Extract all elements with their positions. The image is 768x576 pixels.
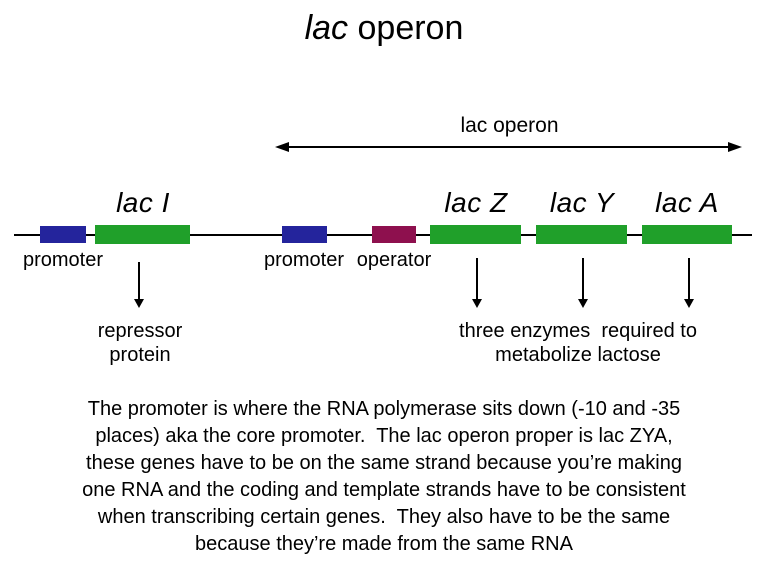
arrow-shaft [582, 258, 584, 300]
arrow-shaft [138, 262, 140, 300]
repressor-note-line1: repressor [97, 320, 183, 342]
promoter-box-left [40, 226, 86, 243]
lac-y-gene-box [536, 225, 627, 244]
enzymes-note-line1: three enzymes required to [459, 320, 697, 342]
promoter-left-label: promoter [22, 249, 104, 271]
repressor-protein-note: repressor protein [50, 319, 230, 367]
arrow-head-down-icon [472, 299, 482, 308]
lac-y-gene-label: lac Y [549, 187, 615, 218]
down-arrow-repressor [133, 262, 145, 308]
title-italic-part: lac [304, 9, 349, 47]
down-arrow-lac-y [577, 258, 589, 308]
repressor-note-line2: protein [109, 344, 171, 366]
arrow-head-down-icon [578, 299, 588, 308]
lac-i-gene-label: lac I [116, 187, 170, 218]
down-arrow-lac-z [471, 258, 483, 308]
operator-box [372, 226, 416, 243]
operator-label: operator [356, 249, 432, 271]
down-arrow-lac-a [683, 258, 695, 308]
paragraph-line-5: when transcribing certain genes. They al… [97, 506, 671, 528]
lac-a-gene-box [642, 225, 732, 244]
page-title: lac operon [0, 8, 768, 48]
arrow-line [283, 146, 734, 148]
lac-z-gene-label: lac Z [444, 187, 508, 218]
arrow-head-down-icon [684, 299, 694, 308]
title-regular-part: operon [348, 9, 464, 47]
enzymes-note-line2: metabolize lactose [495, 344, 661, 366]
promoter-box-main [282, 226, 327, 243]
three-enzymes-note: three enzymes required to metabolize lac… [438, 319, 718, 367]
lac-z-gene-box [430, 225, 521, 244]
body-paragraph: The promoter is where the RNA polymerase… [48, 396, 720, 558]
paragraph-line-1: The promoter is where the RNA polymerase… [87, 398, 681, 420]
lac-i-gene-box [95, 225, 190, 244]
arrow-shaft [688, 258, 690, 300]
paragraph-line-4: one RNA and the coding and template stra… [82, 479, 686, 501]
paragraph-line-2: places) aka the core promoter. The lac o… [95, 425, 673, 447]
paragraph-line-6: because they’re made from the same RNA [195, 533, 573, 555]
promoter-main-label: promoter [263, 249, 345, 271]
lac-a-gene-label: lac A [655, 187, 719, 218]
arrow-head-down-icon [134, 299, 144, 308]
arrow-head-left-icon [275, 142, 289, 152]
operon-span-label: lac operon [460, 114, 559, 137]
arrow-head-right-icon [728, 142, 742, 152]
operon-span-arrow [275, 141, 742, 153]
paragraph-line-3: these genes have to be on the same stran… [86, 452, 682, 474]
arrow-shaft [476, 258, 478, 300]
